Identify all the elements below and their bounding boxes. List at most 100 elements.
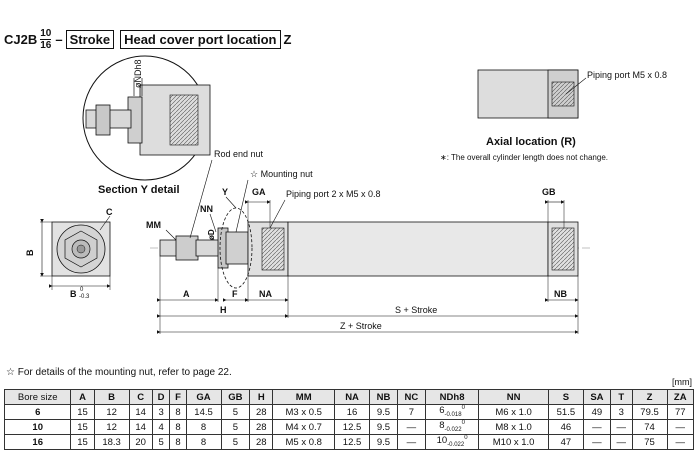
cell-nn: M8 x 1.0 <box>478 419 549 435</box>
cell-z: 79.5 <box>631 404 668 420</box>
model-prefix: CJ2B <box>4 31 38 47</box>
cell-gb: 5 <box>220 404 251 420</box>
cell-a: 15 <box>70 434 95 450</box>
label-f: F <box>232 289 238 299</box>
cell-s: 47 <box>547 434 584 450</box>
cell-z: 74 <box>631 419 668 435</box>
table-row: 6 15 12 14 3 8 14.5 5 28 M3 x 0.5 16 9.5… <box>3 404 695 420</box>
cell-na: 12.5 <box>334 434 371 450</box>
col-na: NA <box>334 389 371 405</box>
section-title: Section Y detail <box>98 184 180 196</box>
cell-b: 12 <box>93 404 130 420</box>
cell-gb: 5 <box>220 419 251 435</box>
cell-mm: M5 x 0.8 <box>272 434 336 450</box>
mounting-nut-note: ☆ For details of the mounting nut, refer… <box>6 367 232 378</box>
cell-a: 15 <box>70 404 95 420</box>
cell-a: 15 <box>70 419 95 435</box>
cell-ga: 8 <box>185 434 222 450</box>
col-a: A <box>70 389 95 405</box>
model-code-header: CJ2B 10 16 – Stroke Head cover port loca… <box>4 24 291 54</box>
nd-tolerance-upper: 0 <box>461 405 465 412</box>
col-ga: GA <box>185 389 222 405</box>
label-b-sub: -0.3 <box>79 294 90 300</box>
col-ndh8: NDh8 <box>424 389 480 405</box>
cell-nc: 7 <box>396 404 426 420</box>
label-b-vertical: B <box>25 249 35 256</box>
cell-f: 8 <box>169 419 187 435</box>
col-z: Z <box>631 389 668 405</box>
cell-s: 46 <box>547 419 584 435</box>
nd-main: 8 <box>439 420 445 432</box>
port-location-box: Head cover port location <box>120 29 281 49</box>
label-mm: MM <box>146 220 161 230</box>
cell-d: 3 <box>151 404 171 420</box>
bore-top: 10 <box>40 27 52 40</box>
rod-end-nut-label: Rod end nut <box>214 149 264 159</box>
cell-nc: — <box>396 419 426 435</box>
cell-bore: 6 <box>3 404 72 420</box>
cell-nb: 9.5 <box>369 404 398 420</box>
cell-mm: M3 x 0.5 <box>272 404 336 420</box>
label-gb: GB <box>542 187 556 197</box>
label-na: NA <box>259 289 272 299</box>
mounting-nut-label: ☆ Mounting nut <box>250 169 313 179</box>
cell-c: 20 <box>128 434 153 450</box>
nd-tolerance-lower: -0.022 <box>444 427 462 434</box>
label-s-stroke: S + Stroke <box>395 305 437 315</box>
col-c: C <box>128 389 153 405</box>
cylinder-drawing: øNDh8 Section Y detail Piping port M5 x … <box>25 55 667 334</box>
cell-sa: — <box>582 419 611 435</box>
cell-nn: M10 x 1.0 <box>478 434 549 450</box>
cell-nn: M6 x 1.0 <box>478 404 549 420</box>
col-nc: NC <box>396 389 426 405</box>
col-t: T <box>609 389 633 405</box>
cell-ndh8: 6-0.0180 <box>424 404 480 420</box>
label-y: Y <box>222 187 228 197</box>
cell-b: 12 <box>93 419 130 435</box>
col-sa: SA <box>582 389 611 405</box>
cell-d: 5 <box>151 434 171 450</box>
col-gb: GB <box>220 389 251 405</box>
cell-ga: 8 <box>185 419 222 435</box>
col-nn: NN <box>478 389 549 405</box>
header-dash: – <box>55 31 63 47</box>
table-row: 16 15 18.3 20 5 8 8 5 28 M5 x 0.8 12.5 9… <box>3 434 695 450</box>
cell-nc: — <box>396 434 426 450</box>
cell-bore: 10 <box>3 419 72 435</box>
nd-tolerance-lower: -0.022 <box>447 442 465 449</box>
cell-f: 8 <box>169 434 187 450</box>
cell-f: 8 <box>169 404 187 420</box>
table-header-row: Bore size A B C D F GA GB H MM NA NB NC … <box>3 389 695 405</box>
cell-c: 14 <box>128 419 153 435</box>
cell-h: 28 <box>249 419 274 435</box>
cell-h: 28 <box>249 434 274 450</box>
col-bore-size: Bore size <box>3 389 72 405</box>
label-nb: NB <box>554 289 567 299</box>
cell-za: — <box>666 434 695 450</box>
cell-h: 28 <box>249 404 274 420</box>
cell-na: 16 <box>334 404 371 420</box>
cylinder-side-view <box>150 207 590 289</box>
nd-label: øNDh8 <box>133 59 143 88</box>
table-row: 10 15 12 14 4 8 8 5 28 M4 x 0.7 12.5 9.5… <box>3 419 695 435</box>
cell-sa: — <box>582 434 611 450</box>
nd-tolerance-lower: -0.018 <box>444 412 462 419</box>
cell-z: 75 <box>631 434 668 450</box>
cell-gb: 5 <box>220 434 251 450</box>
col-h: H <box>249 389 274 405</box>
label-d: øD <box>207 229 216 240</box>
cell-c: 14 <box>128 404 153 420</box>
cell-d: 4 <box>151 419 171 435</box>
label-ga: GA <box>252 187 266 197</box>
cell-nb: 9.5 <box>369 434 398 450</box>
cell-na: 12.5 <box>334 419 371 435</box>
cell-s: 51.5 <box>547 404 584 420</box>
stroke-box: Stroke <box>65 29 115 49</box>
col-f: F <box>169 389 187 405</box>
cell-ndh8: 8-0.0220 <box>424 419 480 435</box>
label-h: H <box>220 305 227 315</box>
col-d: D <box>151 389 171 405</box>
label-nn: NN <box>200 204 213 214</box>
front-view <box>40 215 111 290</box>
dimensions-table: Bore size A B C D F GA GB H MM NA NB NC … <box>3 389 695 450</box>
